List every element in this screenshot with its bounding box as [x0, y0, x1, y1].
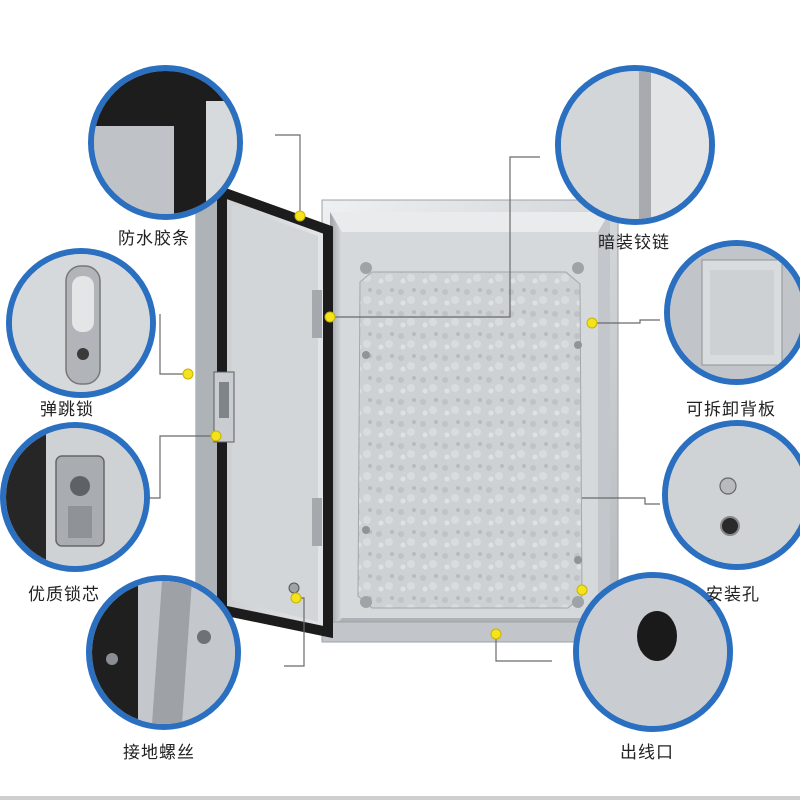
label-waterproof-gasket: 防水胶条: [118, 229, 190, 249]
label-removable-backplate: 可拆卸背板: [686, 400, 776, 420]
mounting-hole-icon: [668, 426, 800, 564]
detail-bubble-lock-core: [0, 422, 150, 572]
cable-outlet-icon: [579, 578, 727, 726]
hidden-hinge-icon: [561, 71, 709, 219]
back-mounting-plate: [357, 262, 584, 609]
lock-core-icon: [6, 428, 144, 566]
label-cable-outlet: 出线口: [620, 743, 674, 763]
label-lock-core: 优质锁芯: [28, 585, 100, 605]
bottom-divider: [0, 796, 800, 800]
ground-screw-icon: [92, 581, 235, 724]
backplate-icon: [670, 246, 800, 379]
detail-bubble-spring-lock: [6, 248, 156, 398]
detail-bubble-waterproof-gasket: [88, 65, 243, 220]
detail-bubble-hidden-hinge: [555, 65, 715, 225]
enclosure-door: [195, 184, 333, 639]
label-spring-lock: 弹跳锁: [40, 400, 94, 420]
detail-bubble-mounting-hole: [662, 420, 800, 570]
spring-lock-icon: [12, 254, 150, 392]
detail-bubble-cable-outlet: [573, 572, 733, 732]
label-hidden-hinge: 暗装铰链: [598, 233, 670, 253]
detail-bubble-removable-backplate: [664, 240, 800, 385]
label-ground-screw: 接地螺丝: [123, 743, 195, 763]
callout-dots: [182, 210, 598, 640]
label-mounting-hole: 安装孔: [706, 585, 760, 605]
detail-bubble-ground-screw: [86, 575, 241, 730]
gasket-closeup-icon: [94, 71, 237, 214]
